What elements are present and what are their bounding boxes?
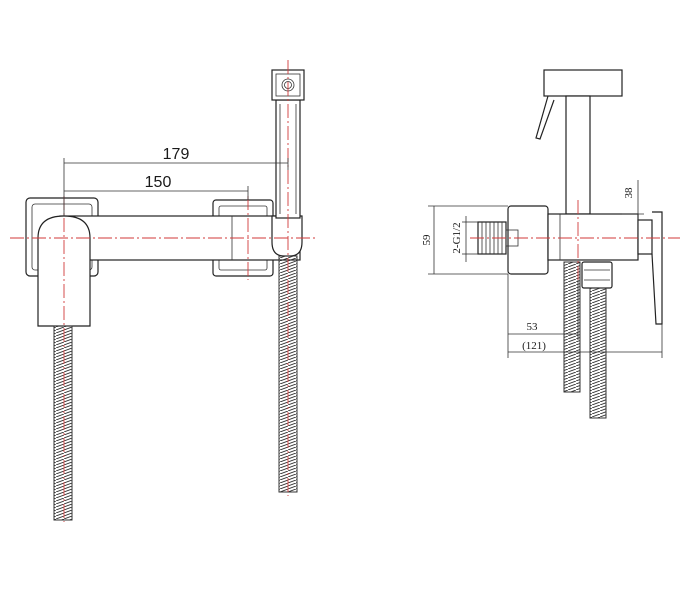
- dimension-38: 38: [622, 180, 644, 238]
- left-hose: [53, 325, 73, 521]
- side-handle-lever: [651, 211, 663, 325]
- dimension-150-label: 150: [145, 174, 172, 191]
- hose-nut: [581, 261, 613, 289]
- side-body: [547, 213, 639, 261]
- side-stem: [565, 95, 591, 215]
- front-view: 179 150: [10, 60, 318, 522]
- dimension-150: 150: [64, 174, 249, 200]
- side-view: 59 2-G1/2 38 53 (121): [421, 69, 680, 419]
- side-hose-right: [589, 287, 607, 419]
- dimension-53: 53: [507, 274, 579, 358]
- dimension-38-label: 38: [623, 187, 635, 199]
- side-trigger-lever: [535, 95, 555, 140]
- side-wall-block: [507, 205, 549, 275]
- side-handle-base: [637, 219, 653, 255]
- thread-label: 2-G1/2: [451, 222, 463, 253]
- holder-bracket: [271, 215, 303, 257]
- dimension-59: 59: [421, 205, 508, 275]
- side-hose-left: [563, 261, 581, 393]
- dimension-121-label: (121): [522, 340, 546, 352]
- dimension-59-label: 59: [421, 234, 433, 246]
- dimension-53-label: 53: [527, 321, 539, 333]
- side-handset-head: [543, 69, 623, 97]
- dimension-121: (121): [508, 324, 663, 358]
- dimension-179-label: 179: [163, 146, 190, 163]
- thread-callout: 2-G1/2: [451, 216, 478, 262]
- dimension-179: 179: [63, 146, 289, 216]
